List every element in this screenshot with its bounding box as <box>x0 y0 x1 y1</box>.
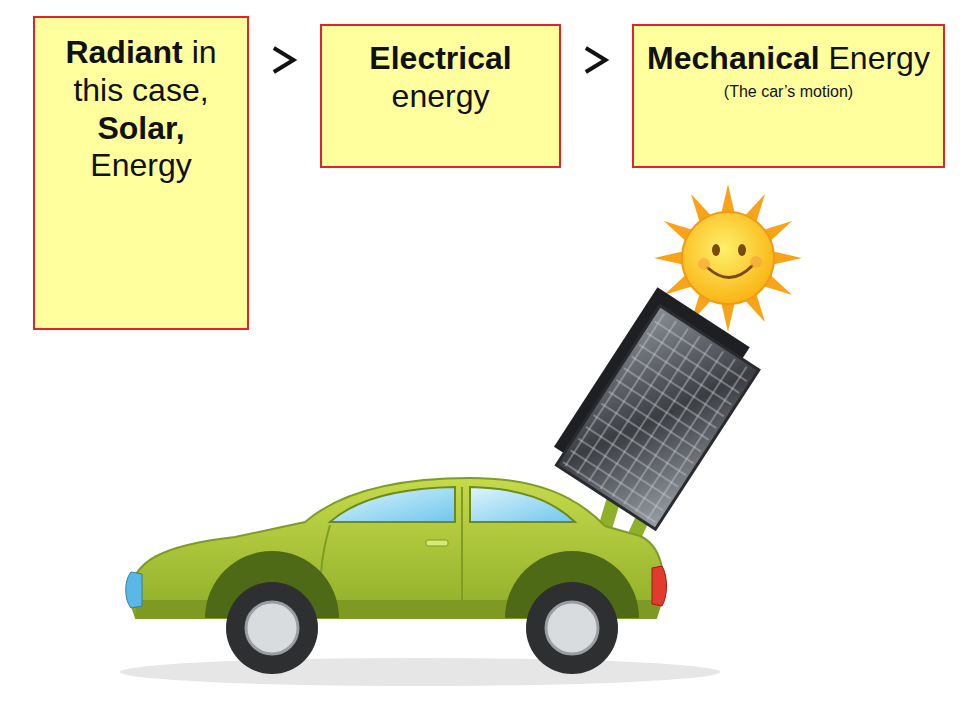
car <box>126 478 667 674</box>
car-shadow <box>120 658 720 686</box>
energy-label: Mechanical Energy <box>647 40 930 78</box>
energy-box: Radiant in this case, Solar, Energy <box>33 16 249 330</box>
energy-box: Mechanical Energy (The car’s motion) <box>632 24 945 168</box>
energy-label: Electrical energy <box>330 40 551 116</box>
note-text: (The car’s motion) <box>724 82 853 101</box>
arrow-chevron <box>588 49 606 71</box>
energy-box: Electrical energy <box>320 24 561 168</box>
energy-label: Radiant in this case, Solar, Energy <box>43 34 239 185</box>
arrow-chevron <box>276 49 294 71</box>
solar-panel <box>546 287 766 529</box>
